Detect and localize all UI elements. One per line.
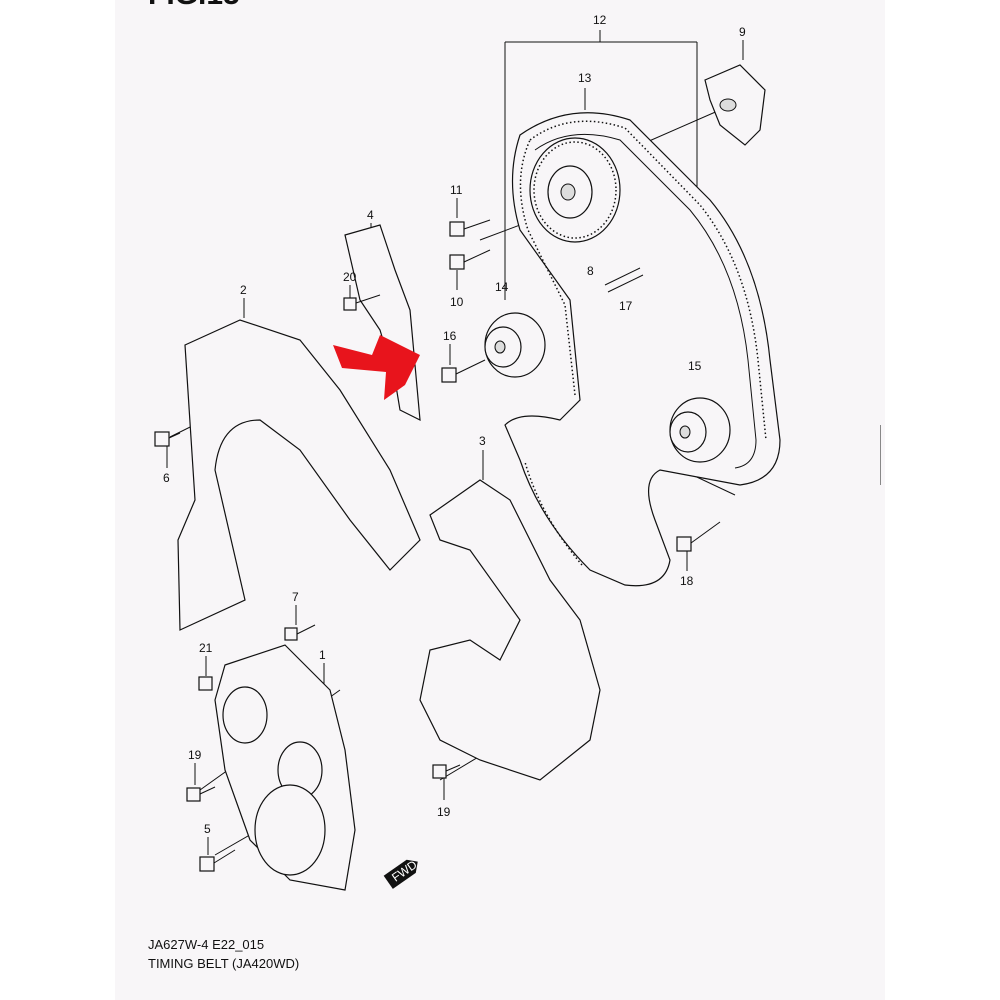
label-4: 4 [367, 208, 374, 222]
bracket-4 [344, 224, 421, 422]
stud-7 [284, 624, 316, 641]
bolt-19-left [186, 786, 216, 802]
spacer-17 [604, 267, 644, 293]
label-19-right: 19 [437, 805, 451, 819]
label-20: 20 [343, 270, 357, 284]
label-1: 1 [319, 648, 326, 662]
caption-title: TIMING BELT (JA420WD) [148, 956, 300, 971]
label-11: 11 [450, 183, 463, 197]
part-number-labels: 1 2 3 4 5 6 7 8 9 10 11 12 13 14 15 16 1… [163, 13, 746, 836]
label-14: 14 [495, 280, 509, 294]
part-9-plate [704, 64, 766, 146]
label-12: 12 [593, 13, 607, 27]
upper-cover-2 [177, 319, 421, 631]
caption-code: JA627W-4 E22_015 [148, 937, 265, 952]
bolt-16 [441, 359, 486, 383]
idler-pulley-14 [484, 312, 546, 378]
highlight-arrow-icon [333, 335, 420, 400]
label-2: 2 [240, 283, 247, 297]
label-13: 13 [578, 71, 592, 85]
label-5: 5 [204, 822, 211, 836]
bolt-11 [449, 219, 491, 237]
bolt-10 [449, 249, 491, 270]
label-15: 15 [688, 359, 702, 373]
inner-cover-3 [419, 479, 601, 781]
label-6: 6 [163, 471, 170, 485]
camshaft-pulley [529, 137, 621, 243]
bolt-19-right [432, 764, 461, 779]
label-7: 7 [292, 590, 299, 604]
label-21: 21 [199, 641, 213, 655]
label-3: 3 [479, 434, 486, 448]
label-18: 18 [680, 574, 694, 588]
bolt-18 [676, 521, 721, 552]
fwd-arrow-badge: FWD [383, 857, 420, 889]
bolt-6 [154, 431, 181, 447]
label-19-left: 19 [188, 748, 202, 762]
label-17: 17 [619, 299, 633, 313]
label-16: 16 [443, 329, 457, 343]
figure-title: FIG.15 [148, 0, 240, 12]
page-edge [880, 425, 891, 485]
bolts [154, 219, 721, 872]
bolt-20 [343, 294, 381, 311]
caption: JA627W-4 E22_015 TIMING BELT (JA420WD) [148, 935, 299, 973]
tensioner-pulley-15 [669, 397, 731, 463]
label-8: 8 [587, 264, 594, 278]
label-9: 9 [739, 25, 746, 39]
label-10: 10 [450, 295, 464, 309]
bolt-5 [199, 849, 236, 872]
lower-cover-1 [214, 644, 356, 891]
nut-21 [198, 676, 213, 691]
